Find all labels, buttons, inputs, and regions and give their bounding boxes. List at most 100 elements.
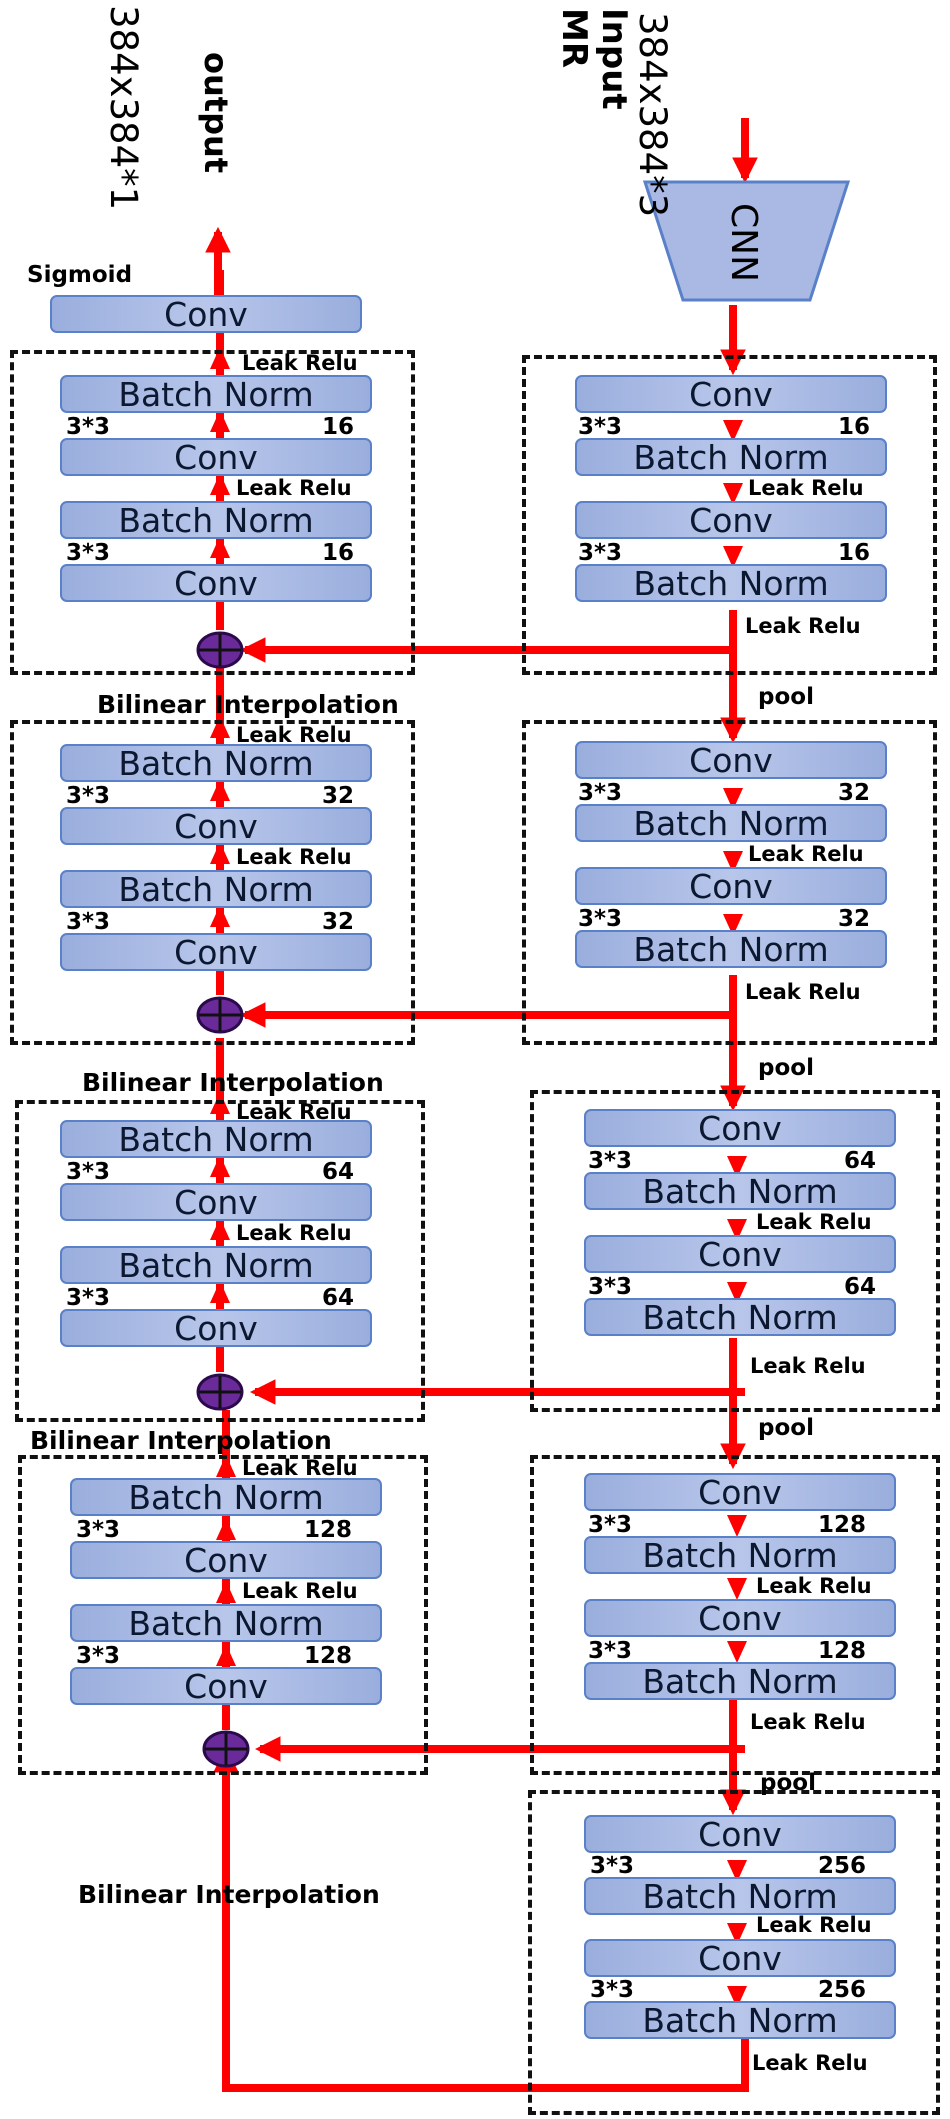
- pool-label: pool: [758, 684, 814, 710]
- conv-block: Conv: [60, 438, 372, 476]
- kernel-label: 3*3: [588, 1148, 633, 1174]
- conv-block: Conv: [584, 1109, 896, 1147]
- channel-label: 32: [838, 906, 871, 932]
- kernel-label: 3*3: [66, 783, 111, 809]
- merge-nodes: [196, 631, 250, 1768]
- batch-norm-block: Batch Norm: [60, 870, 372, 908]
- decoder-stage-1-frame: [10, 350, 415, 675]
- leak-relu-label: Leak Relu: [750, 1354, 866, 1378]
- channel-label: 32: [322, 783, 355, 809]
- conv-block: Conv: [584, 1815, 896, 1853]
- bilinear-interpolation-label: Bilinear Interpolation: [97, 690, 399, 719]
- channel-label: 16: [838, 414, 871, 440]
- channel-label: 128: [304, 1643, 353, 1669]
- input-size-label: 384x384*3: [631, 12, 674, 218]
- batch-norm-block: Batch Norm: [60, 1120, 372, 1158]
- leak-relu-label: Leak Relu: [756, 1913, 872, 1937]
- decoder-stage-3-frame: [15, 1100, 425, 1422]
- batch-norm-block: Batch Norm: [575, 804, 887, 842]
- batch-norm-block: Batch Norm: [60, 1246, 372, 1284]
- channel-label: 16: [838, 540, 871, 566]
- decoder-stage-4-frame: [18, 1455, 428, 1775]
- conv-block: Conv: [70, 1541, 382, 1579]
- output-conv-block: Conv: [50, 295, 362, 333]
- batch-norm-block: Batch Norm: [60, 744, 372, 782]
- leak-relu-label: Leak Relu: [236, 723, 352, 747]
- batch-norm-block: Batch Norm: [584, 2001, 896, 2039]
- decoder-stage-2-frame: [10, 720, 415, 1045]
- kernel-label: 3*3: [66, 540, 111, 566]
- kernel-label: 3*3: [578, 414, 623, 440]
- conv-block: Conv: [575, 501, 887, 539]
- bilinear-interpolation-label: Bilinear Interpolation: [82, 1068, 384, 1097]
- kernel-label: 3*3: [588, 1638, 633, 1664]
- conv-block: Conv: [60, 1183, 372, 1221]
- kernel-label: 3*3: [578, 540, 623, 566]
- encoder-arrowheads: [723, 420, 747, 2008]
- channel-label: 32: [838, 780, 871, 806]
- pool-label: pool: [758, 1055, 814, 1081]
- kernel-label: 3*3: [66, 1285, 111, 1311]
- pool-label: pool: [760, 1770, 816, 1796]
- leak-relu-label: Leak Relu: [236, 845, 352, 869]
- channel-label: 64: [322, 1285, 355, 1311]
- encoder-stage-1-frame: [522, 355, 937, 675]
- encoder-stage-5-frame: [528, 1790, 940, 2115]
- conv-block: Conv: [60, 933, 372, 971]
- leak-relu-label: Leak Relu: [756, 1574, 872, 1598]
- conv-block: Conv: [584, 1235, 896, 1273]
- output-size-label: 384x384*1: [102, 5, 145, 211]
- channel-label: 16: [322, 414, 355, 440]
- leak-relu-label: Leak Relu: [748, 842, 864, 866]
- batch-norm-block: Batch Norm: [575, 564, 887, 602]
- input-label: Input MR: [554, 8, 634, 110]
- conv-block: Conv: [575, 741, 887, 779]
- cnn-label: CNN: [723, 203, 764, 282]
- kernel-label: 3*3: [578, 906, 623, 932]
- conv-block: Conv: [60, 1309, 372, 1347]
- kernel-label: 3*3: [588, 1512, 633, 1538]
- kernel-label: 3*3: [76, 1517, 121, 1543]
- kernel-label: 3*3: [590, 1853, 635, 1879]
- encoder-stage-3-frame: [530, 1090, 940, 1412]
- kernel-label: 3*3: [66, 414, 111, 440]
- leak-relu-label: Leak Relu: [236, 476, 352, 500]
- channel-label: 64: [844, 1148, 877, 1174]
- conv-block: Conv: [575, 375, 887, 413]
- kernel-label: 3*3: [578, 780, 623, 806]
- conv-block: Conv: [584, 1599, 896, 1637]
- batch-norm-block: Batch Norm: [70, 1604, 382, 1642]
- decoder-arrowheads: [210, 347, 236, 1666]
- batch-norm-block: Batch Norm: [575, 930, 887, 968]
- batch-norm-block: Batch Norm: [575, 438, 887, 476]
- encoder-stage-4-frame: [530, 1455, 940, 1775]
- bilinear-interpolation-label: Bilinear Interpolation: [30, 1426, 332, 1455]
- bilinear-interpolation-label: Bilinear Interpolation: [78, 1880, 380, 1909]
- channel-label: 128: [818, 1512, 867, 1538]
- leak-relu-label: Leak Relu: [242, 1456, 358, 1480]
- encoder-stage-2-frame: [522, 720, 937, 1045]
- conv-block: Conv: [584, 1473, 896, 1511]
- batch-norm-block: Batch Norm: [60, 501, 372, 539]
- pool-label: pool: [758, 1415, 814, 1441]
- batch-norm-block: Batch Norm: [60, 375, 372, 413]
- channel-label: 256: [818, 1977, 867, 2003]
- leak-relu-label: Leak Relu: [756, 1210, 872, 1234]
- conv-block: Conv: [70, 1667, 382, 1705]
- kernel-label: 3*3: [76, 1643, 121, 1669]
- batch-norm-block: Batch Norm: [584, 1172, 896, 1210]
- conv-block: Conv: [60, 564, 372, 602]
- leak-relu-label: Leak Relu: [750, 1710, 866, 1734]
- kernel-label: 3*3: [66, 1159, 111, 1185]
- conv-block: Conv: [584, 1939, 896, 1977]
- leak-relu-label: Leak Relu: [745, 614, 861, 638]
- sigmoid-label: Sigmoid: [27, 262, 133, 288]
- leak-relu-label: Leak Relu: [242, 351, 358, 375]
- channel-label: 64: [322, 1159, 355, 1185]
- leak-relu-label: Leak Relu: [748, 476, 864, 500]
- batch-norm-block: Batch Norm: [584, 1877, 896, 1915]
- channel-label: 64: [844, 1274, 877, 1300]
- kernel-label: 3*3: [66, 909, 111, 935]
- leak-relu-label: Leak Relu: [242, 1579, 358, 1603]
